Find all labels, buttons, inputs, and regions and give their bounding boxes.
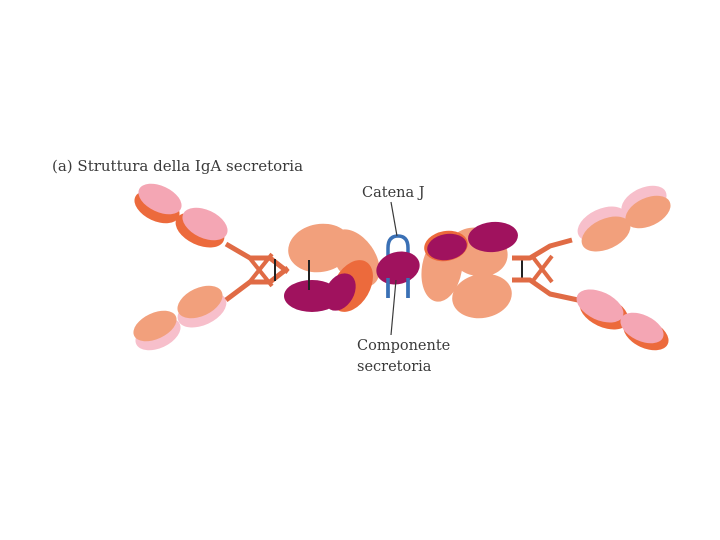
- secretory-component-label-line2: secretoria: [357, 359, 432, 375]
- fab-arm-upper-left: [134, 183, 228, 248]
- hinge-left: [224, 241, 290, 302]
- right-monomer: [421, 185, 671, 351]
- j-chain-label: Catena J: [362, 185, 425, 201]
- figure-title: (a) Struttura della IgA secretoria: [52, 157, 304, 175]
- j-chain: [386, 234, 410, 298]
- fab-arm-lower-left: [133, 285, 227, 351]
- j-chain-pointer: [390, 201, 398, 237]
- fc-region-left: [284, 223, 380, 312]
- fc-region-right: [421, 221, 518, 319]
- left-monomer: [133, 183, 380, 351]
- hinge-right: [512, 237, 579, 303]
- j-chain-over: [386, 278, 410, 298]
- fab-arm-lower-right: [576, 289, 669, 351]
- fab-arm-upper-right: [577, 185, 671, 252]
- secretory-component-domain-center: [376, 251, 420, 285]
- secretory-component-label-line1: Componente: [357, 338, 451, 354]
- secretory-component-pointer: [390, 279, 397, 336]
